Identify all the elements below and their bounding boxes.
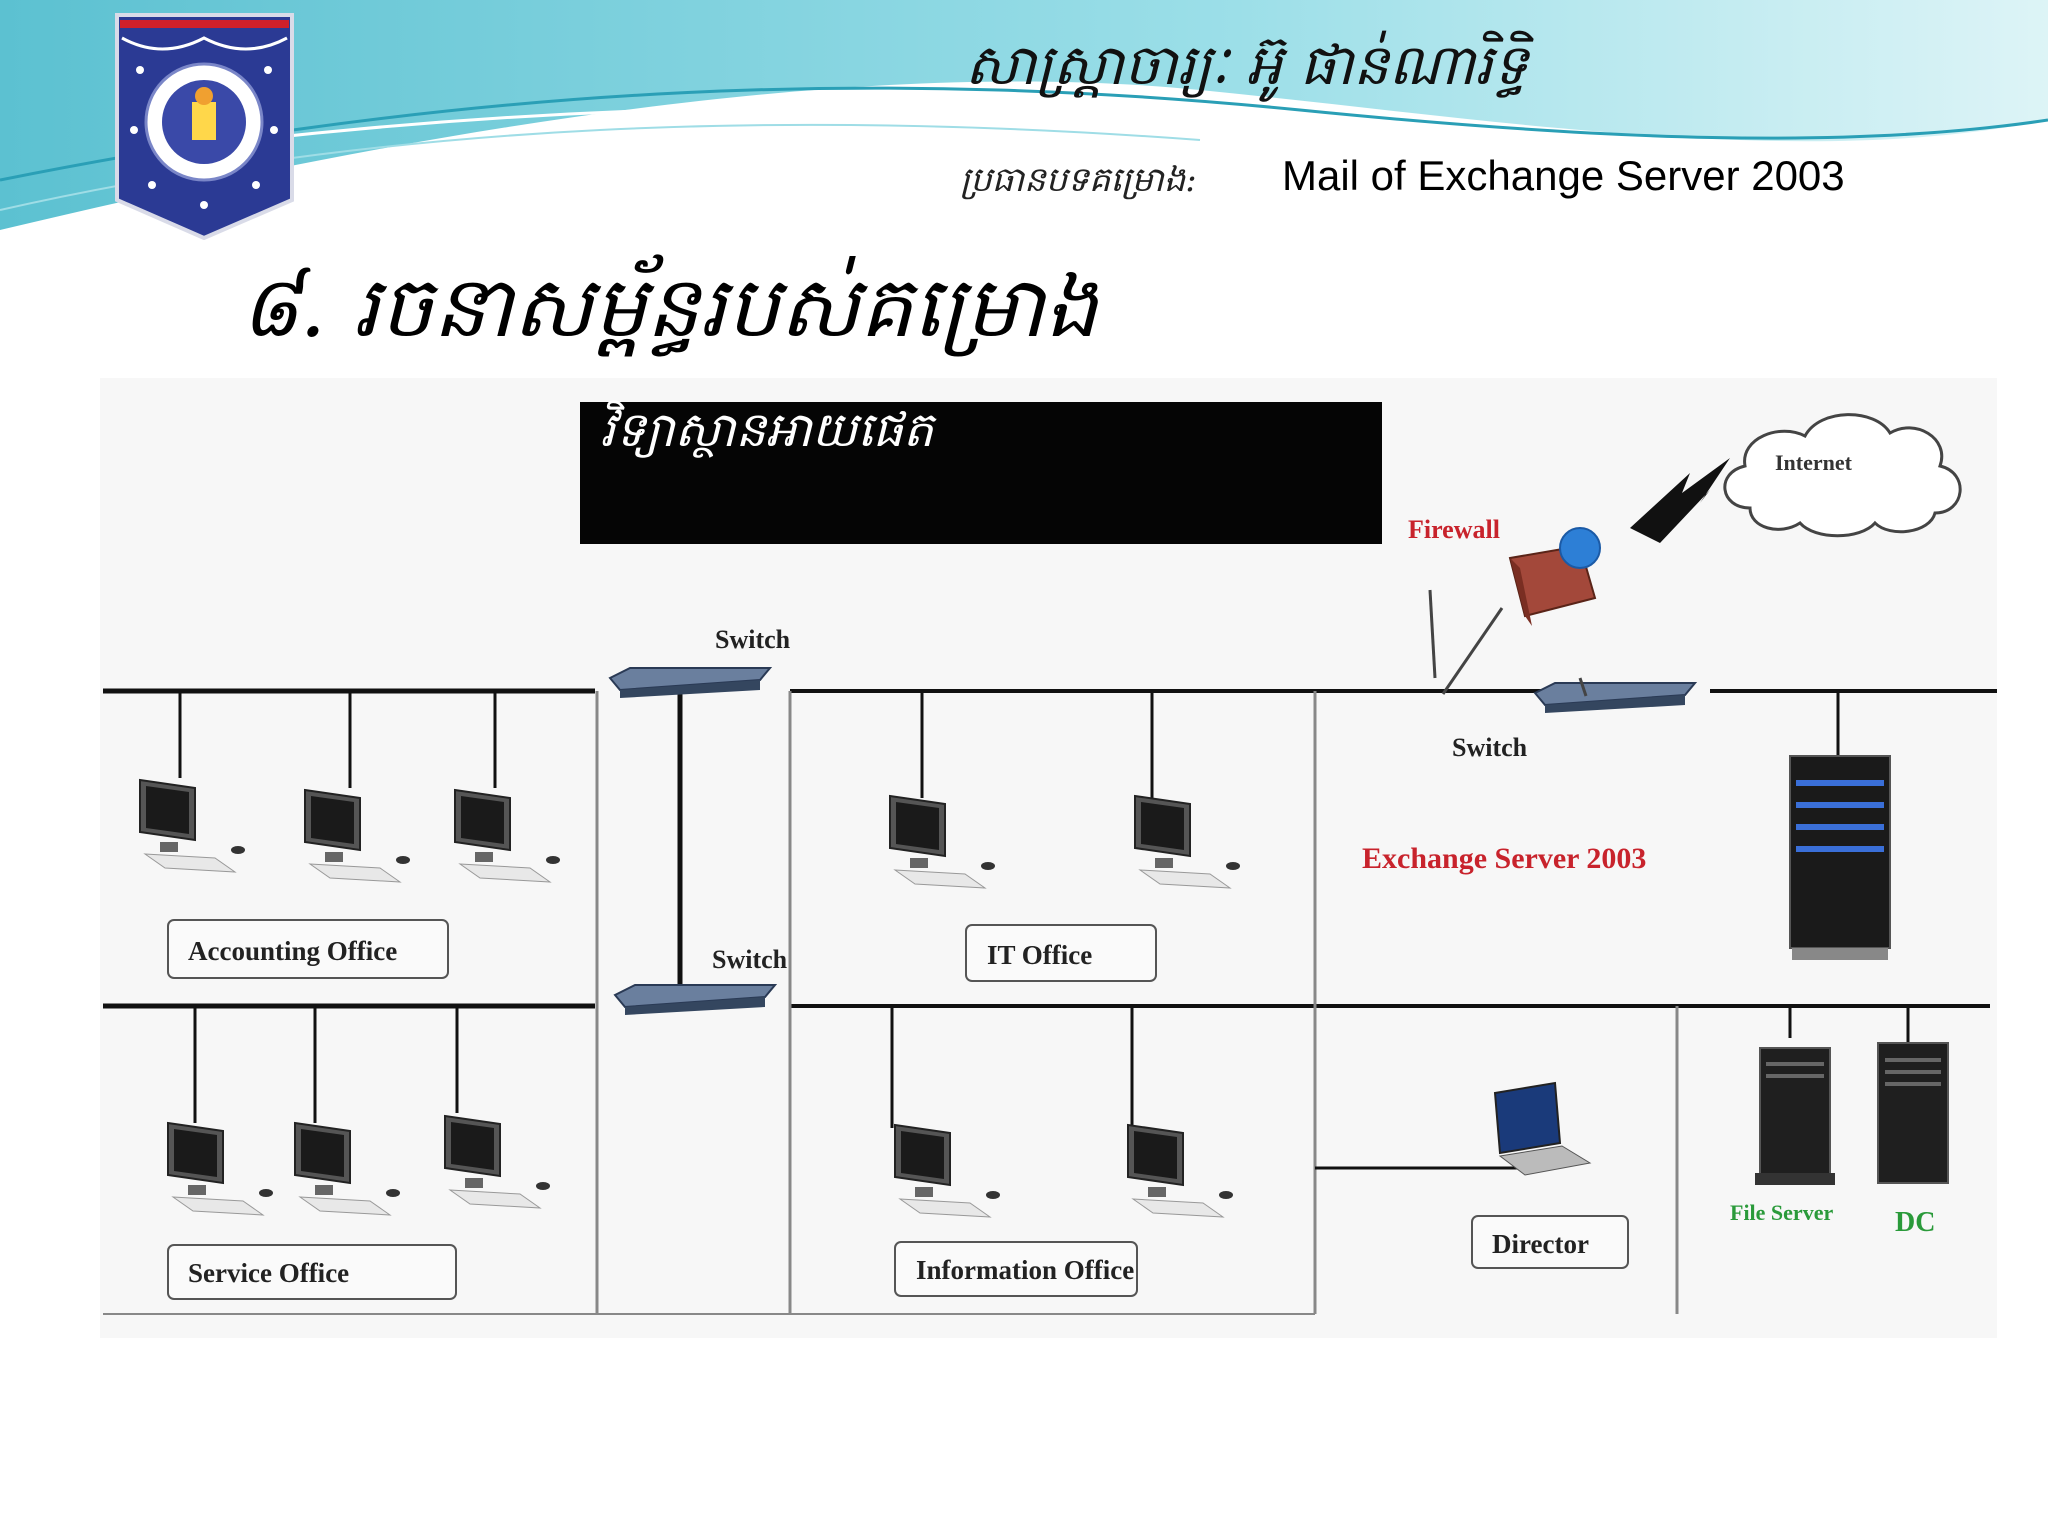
director-label: Director bbox=[1492, 1229, 1589, 1259]
globe-icon bbox=[1559, 527, 1601, 569]
section-title: ៨. រចនាសម្ព័ន្ធរបស់គម្រោង bbox=[240, 258, 1098, 356]
dc-server-icon bbox=[1877, 1042, 1949, 1184]
it-office-label: IT Office bbox=[987, 940, 1092, 970]
exchange-server-icon bbox=[1789, 755, 1891, 960]
accounting-office-label: Accounting Office bbox=[188, 936, 397, 966]
lightning-icon bbox=[1630, 458, 1730, 543]
switch-label-top: Switch bbox=[715, 625, 791, 654]
laptop-icon bbox=[1493, 1081, 1592, 1176]
institute-logo bbox=[115, 13, 294, 240]
subject-label: ប្រធានបទគម្រោង: bbox=[960, 160, 1197, 200]
dc-label: DC bbox=[1895, 1207, 1935, 1238]
cloud-icon bbox=[1723, 413, 1962, 538]
switch-label-right: Switch bbox=[1452, 733, 1528, 762]
network-diagram: Switch Switch Switch Accounting Office I… bbox=[100, 378, 1997, 1338]
service-office-label: Service Office bbox=[188, 1258, 349, 1288]
information-office-label: Information Office bbox=[916, 1255, 1134, 1285]
exchange-server-label: Exchange Server 2003 bbox=[1362, 842, 1646, 875]
institute-label: វិទ្យាស្ថានអាយផេត bbox=[600, 402, 934, 458]
firewall-label: Firewall bbox=[1408, 515, 1500, 544]
file-server-icon bbox=[1755, 1047, 1835, 1185]
internet-label: Internet bbox=[1775, 450, 1853, 475]
subject-title: Mail of Exchange Server 2003 bbox=[1282, 152, 1845, 199]
switch-label-mid: Switch bbox=[712, 945, 788, 974]
file-server-label: File Server bbox=[1730, 1200, 1833, 1225]
lecturer-name: សាស្ត្រាចារ្យៈ អ៊ូ ផាន់ណារិទ្ធិ bbox=[965, 33, 1529, 98]
institute-label-box bbox=[580, 402, 1382, 544]
